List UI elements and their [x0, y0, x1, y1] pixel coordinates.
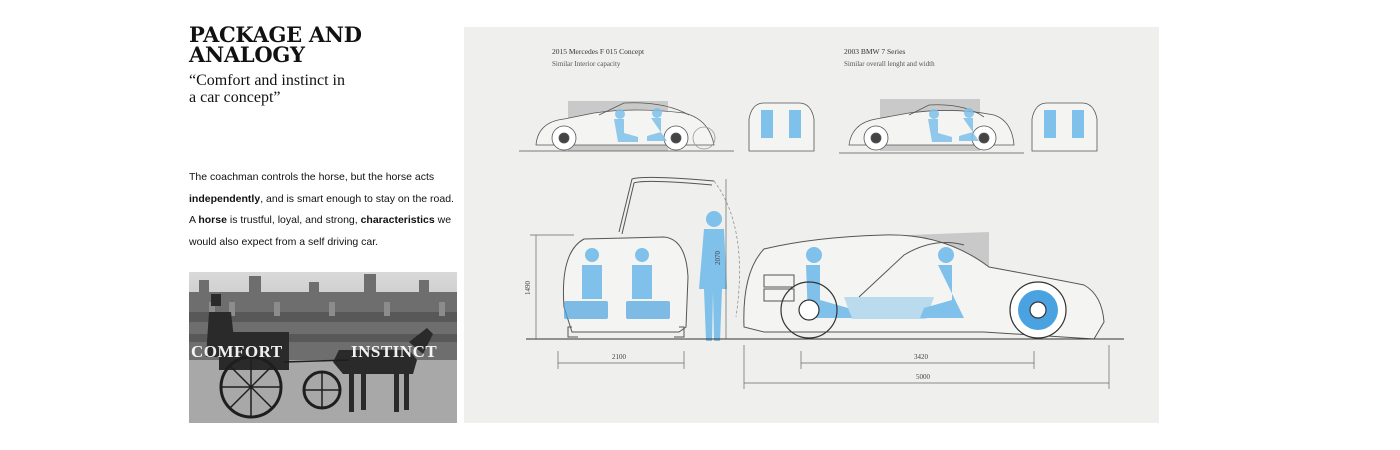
photo-label-comfort: COMFORT [191, 342, 283, 361]
package-diagram-panel: 2015 Mercedes F 015 Concept Similar Inte… [464, 27, 1159, 423]
ref1-side-view [519, 101, 734, 152]
ref2-subtitle: Similar overall lenght and width [844, 60, 935, 68]
ref2-seats [928, 108, 979, 142]
dim-person-label: 2070 [714, 251, 722, 266]
dim-length-label: 5000 [916, 373, 931, 381]
dim-height-label: 1490 [524, 281, 532, 296]
ref2-title: 2003 BMW 7 Series [844, 47, 905, 56]
ref1-subtitle: Similar Interior capacity [552, 60, 621, 68]
side-view-wheels [780, 281, 1067, 339]
front-view-seats [564, 248, 670, 319]
ref1-title: 2015 Mercedes F 015 Concept [552, 47, 645, 56]
side-view-seats [806, 247, 964, 319]
dimension-lines [530, 179, 1110, 389]
intro-bold-horse: horse [198, 214, 227, 226]
package-diagram-svg: 2015 Mercedes F 015 Concept Similar Inte… [519, 47, 1124, 389]
person-silhouette [699, 211, 727, 341]
intro-line-1: The coachman controls the horse, but the… [189, 171, 435, 183]
intro-a: A [189, 214, 199, 226]
intro-bold-independently: independently [189, 192, 261, 205]
intro-line-2-rest: , and is smart enough to stay on the roa… [260, 192, 454, 205]
intro-line-2: independently, and is smart enough to st… [189, 189, 464, 211]
ref2-rear-view [1031, 102, 1098, 152]
ref1-rear-view [748, 102, 815, 152]
dim-wheelbase-label: 3420 [914, 353, 929, 361]
page-subtitle: “Comfort and instinct in a car concept” [189, 72, 345, 106]
ref1-seats [614, 108, 667, 142]
intro-line-4: would also expect from a self driving ca… [189, 235, 379, 248]
intro-paragraph: The coachman controls the horse, but the… [189, 167, 464, 253]
intro-bold-characteristics: characteristics [360, 214, 435, 226]
intro-line-3: A horse is trustful, loyal, and strong, … [189, 210, 464, 232]
door-swing-arc [713, 180, 740, 318]
carriage-photo-illustration [189, 272, 457, 423]
dim-width-label: 2100 [612, 353, 627, 361]
intro-we: we [434, 214, 452, 226]
photo-label-instinct: INSTINCT [351, 342, 438, 361]
intro-mid: is trustful, loyal, and strong, [226, 214, 361, 226]
horse-carriage-photo: COMFORT INSTINCT [189, 272, 457, 423]
page-title: PACKAGE AND ANALOGY [189, 22, 362, 67]
